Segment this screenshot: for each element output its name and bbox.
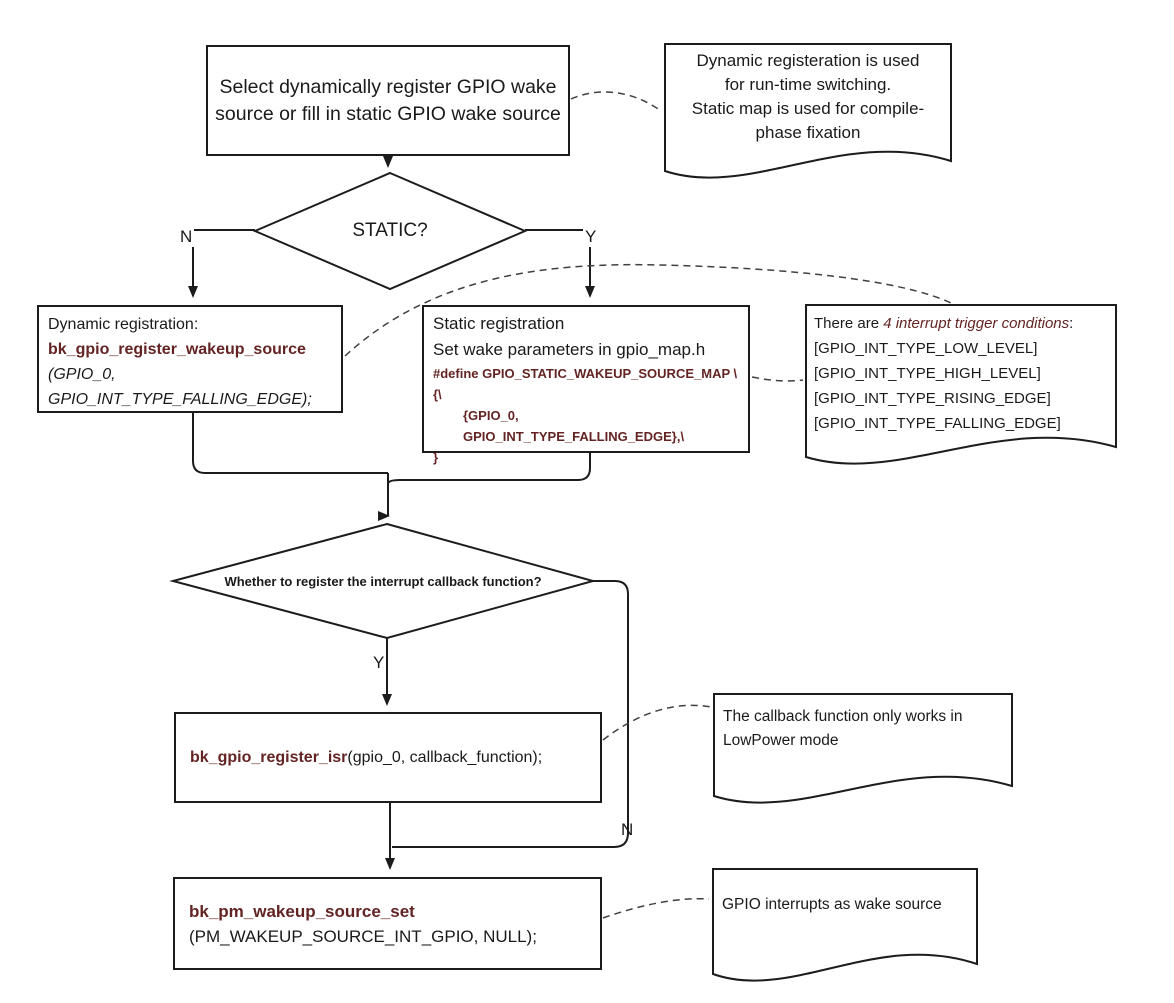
note-trigger-conditions: There are 4 interrupt trigger conditions… (805, 304, 1117, 479)
static-line-2: Set wake parameters in gpio_map.h (433, 340, 706, 359)
isr-args: (gpio_0, callback_function); (347, 748, 543, 766)
dynamic-registration-box: Dynamic registration: bk_gpio_register_w… (37, 305, 343, 413)
trigger-item: [GPIO_INT_TYPE_FALLING_EDGE] (814, 415, 1061, 432)
decision-static-label: STATIC? (352, 220, 428, 241)
note-callback: The callback function only works in LowP… (713, 693, 1013, 818)
note-registration: Dynamic registeration is used for run-ti… (664, 43, 952, 193)
dynamic-title: Dynamic registration: (48, 316, 199, 333)
edge-static-yes (525, 229, 595, 298)
trigger-title: There are 4 interrupt trigger conditions… (814, 311, 1108, 336)
trigger-item: [GPIO_INT_TYPE_HIGH_LEVEL] (814, 365, 1041, 382)
edge-note-registration (570, 91, 662, 112)
static-code-4: } (433, 450, 439, 465)
trigger-title-emphasis: 4 interrupt trigger conditions (883, 315, 1070, 332)
edge-merge-left (192, 413, 388, 474)
document-shape (712, 868, 978, 982)
document-shape (713, 693, 1013, 804)
pm-function: bk_pm_wakeup_source_set (189, 901, 415, 921)
isr-function: bk_gpio_register_isr (190, 748, 348, 766)
static-line-1: Static registration (433, 314, 565, 333)
static-code-1: #define GPIO_STATIC_WAKEUP_SOURCE_MAP \ (433, 366, 738, 381)
pm-args: (PM_WAKEUP_SOURCE_INT_GPIO, NULL); (189, 926, 537, 946)
decision-callback-diamond (169, 522, 597, 640)
edge-note-wake (602, 897, 710, 919)
decision-static-diamond (252, 171, 528, 291)
edge-callback-no (392, 580, 629, 848)
document-shape (805, 304, 1117, 465)
start-box: Select dynamically register GPIO wake so… (206, 45, 570, 156)
dynamic-args-2: GPIO_INT_TYPE_FALLING_EDGE); (48, 391, 312, 408)
trigger-item: [GPIO_INT_TYPE_LOW_LEVEL] (814, 340, 1038, 357)
trigger-title-suffix: : (1069, 315, 1074, 332)
edge-merge-right (387, 453, 591, 485)
note-trigger-text: There are 4 interrupt trigger conditions… (805, 304, 1117, 436)
dynamic-function: bk_gpio_register_wakeup_source (48, 341, 306, 358)
static-registration-box: Static registration Set wake parameters … (422, 305, 750, 465)
branch-label-yes: Y (583, 227, 599, 247)
trigger-title-prefix: There are (814, 315, 884, 332)
isr-call: bk_gpio_register_isr(gpio_0, callback_fu… (190, 749, 542, 767)
trigger-item: [GPIO_INT_TYPE_RISING_EDGE] (814, 390, 1051, 407)
branch-label-callback-no: N (621, 820, 634, 839)
pm-wakeup-box: bk_pm_wakeup_source_set (PM_WAKEUP_SOURC… (173, 877, 602, 970)
decision-callback-label: Whether to register the interrupt callba… (224, 573, 542, 589)
edge-note-trigger-short (751, 376, 804, 382)
dynamic-args-1: (GPIO_0, (48, 366, 116, 383)
edge-static-no (188, 229, 255, 298)
note-callback-text: The callback function only works in LowP… (723, 708, 963, 749)
document-shape (664, 43, 952, 179)
static-code-3: {GPIO_0, GPIO_INT_TYPE_FALLING_EDGE},\ (463, 408, 685, 444)
edge-note-callback (602, 704, 712, 741)
branch-label-no: N (178, 227, 195, 247)
note-wake-source: GPIO interrupts as wake source (712, 868, 978, 996)
note-wake-source-text: GPIO interrupts as wake source (722, 896, 942, 913)
register-isr-box: bk_gpio_register_isr(gpio_0, callback_fu… (174, 712, 602, 803)
note-registration-text: Dynamic registeration is used for run-ti… (691, 51, 925, 142)
static-code-2: {\ (433, 387, 442, 402)
branch-label-callback-yes: Y (371, 653, 387, 673)
edge-note-trigger-arc (344, 263, 952, 357)
